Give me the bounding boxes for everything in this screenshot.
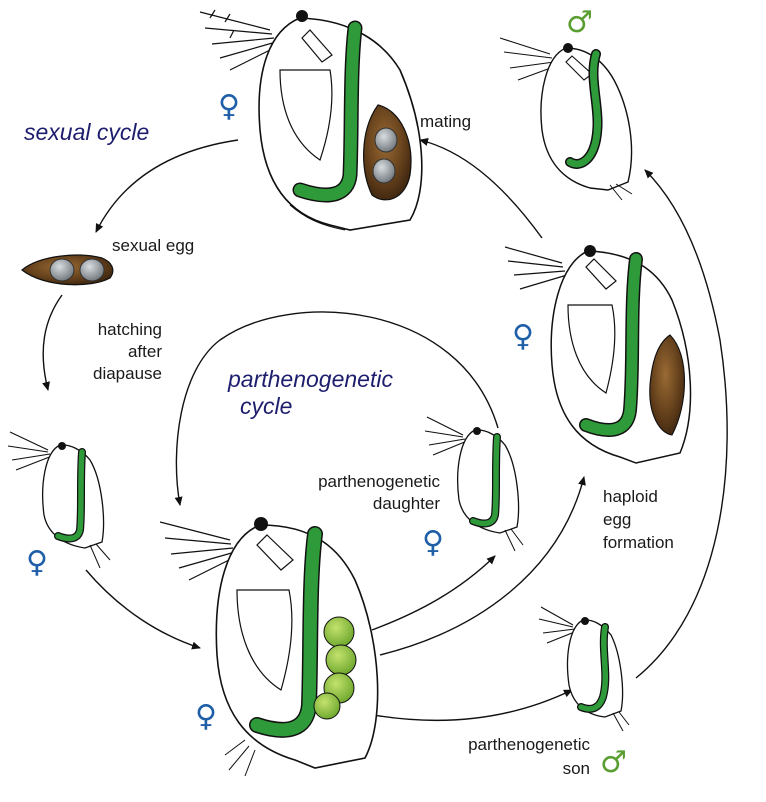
arrow-to-sexual-egg bbox=[95, 139, 239, 233]
female-symbol-sexual: ♀ bbox=[218, 89, 240, 124]
son-label-line2: son bbox=[562, 759, 590, 778]
parthenogenetic-daughter bbox=[424, 416, 524, 552]
arrow-mating bbox=[419, 138, 543, 239]
female-symbol-parthenogenetic: ♀ bbox=[195, 699, 217, 734]
son-label-line1: parthenogenetic bbox=[468, 735, 590, 754]
arrow-to-daughter bbox=[371, 555, 496, 631]
haploid-label-line2: egg bbox=[603, 510, 632, 529]
hatching-label-line2: after bbox=[127, 342, 162, 361]
hatching-label-line1: hatching bbox=[97, 320, 162, 339]
arrow-hatching bbox=[42, 294, 63, 391]
arrow-to-central-female bbox=[85, 569, 201, 650]
arrow-parthenogenetic-loop bbox=[174, 311, 499, 506]
hatched-female bbox=[7, 431, 111, 569]
haploid-label-line3: formation bbox=[603, 533, 674, 552]
female-symbol-hatched: ♀ bbox=[26, 545, 48, 580]
parthenogenetic-cycle-title-line2: cycle bbox=[240, 393, 293, 419]
daughter-label-line2: daughter bbox=[372, 494, 440, 513]
male-symbol-mating: ♂ bbox=[566, 5, 593, 40]
sexual-female bbox=[199, 9, 423, 231]
arrow-son-to-male bbox=[635, 169, 728, 679]
arrow-to-son bbox=[361, 689, 573, 722]
mating-label: mating bbox=[420, 112, 472, 131]
sexual-cycle-title: sexual cycle bbox=[24, 119, 150, 145]
parthenogenetic-son bbox=[538, 606, 630, 732]
mating-male bbox=[499, 37, 633, 201]
haploid-egg-female bbox=[504, 245, 692, 464]
daughter-label-line1: parthenogenetic bbox=[318, 472, 440, 491]
female-symbol-daughter: ♀ bbox=[422, 525, 444, 560]
hatching-label-line3: diapause bbox=[92, 364, 162, 383]
sexual-egg-label: sexual egg bbox=[112, 236, 195, 255]
cycle-arrows bbox=[42, 138, 728, 722]
male-symbol-son: ♂ bbox=[600, 745, 627, 780]
sexual-egg-ephippium bbox=[21, 254, 114, 286]
parthenogenetic-cycle-title-line1: parthenogenetic bbox=[228, 366, 393, 392]
arrow-haploid-egg-formation bbox=[379, 476, 586, 656]
parthenogenetic-female bbox=[159, 517, 379, 777]
female-symbol-haploid: ♀ bbox=[512, 319, 534, 354]
haploid-label-line1: haploid bbox=[603, 487, 658, 506]
